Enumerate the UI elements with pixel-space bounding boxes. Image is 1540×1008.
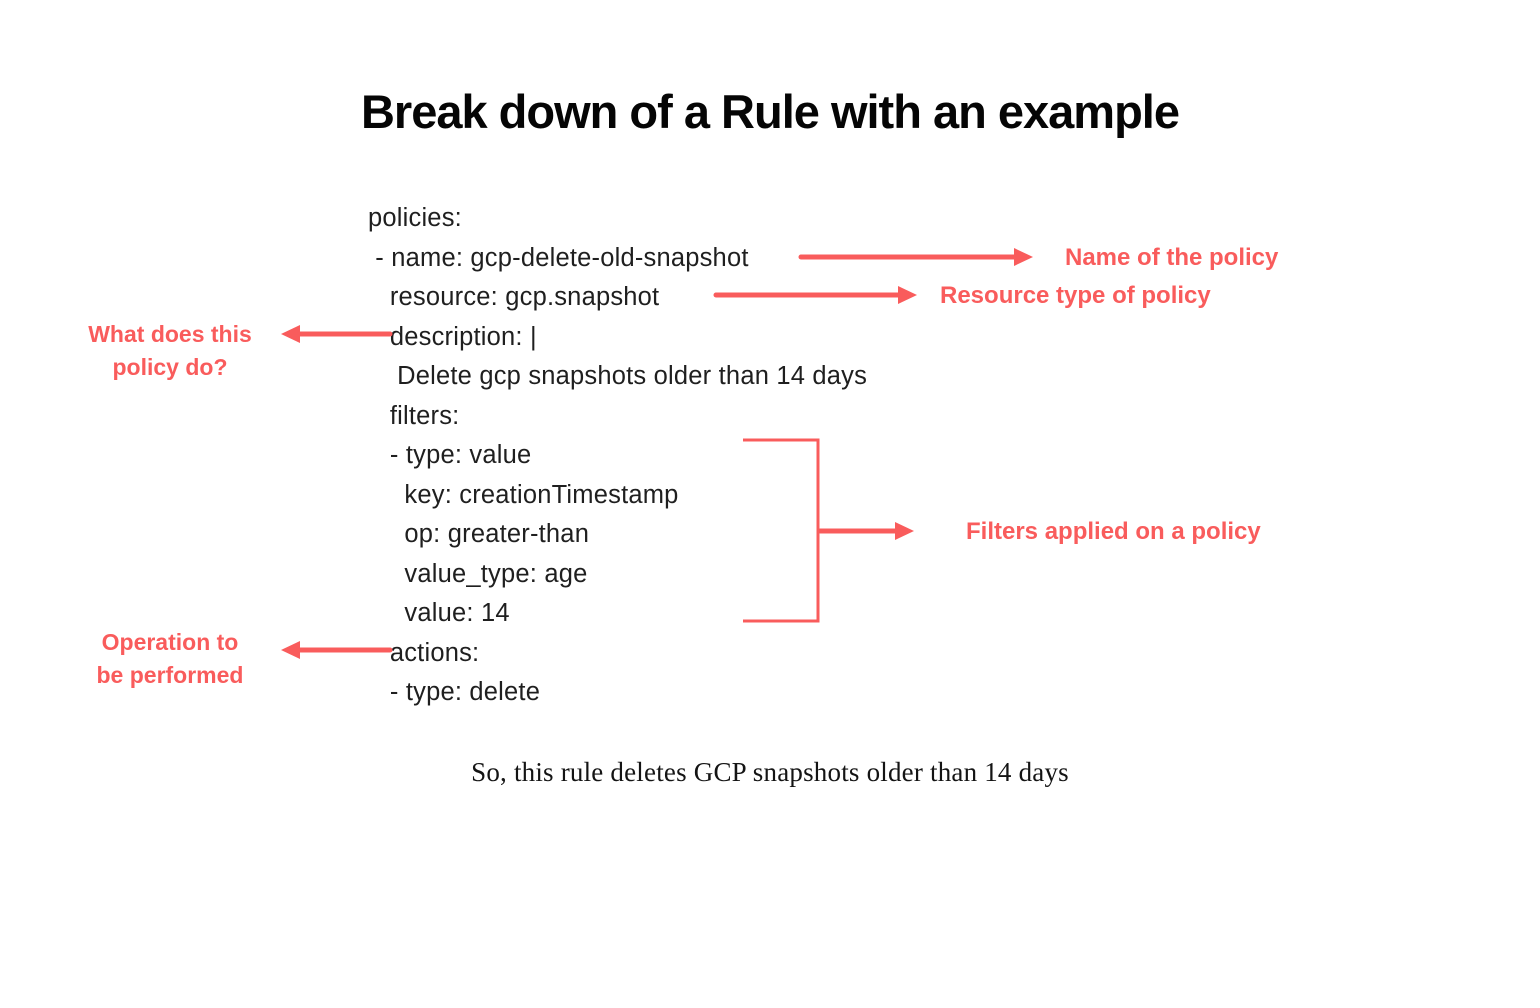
filters-applied-label: Filters applied on a policy: [966, 518, 1261, 545]
yaml-line-actions: actions:: [368, 638, 480, 667]
summary-text: So, this rule deletes GCP snapshots olde…: [471, 757, 1069, 787]
yaml-line-policies: policies:: [368, 204, 462, 232]
yaml-line-filter-op: op: greater-than: [368, 520, 590, 548]
resource-type-label: Resource type of policy: [940, 282, 1211, 309]
yaml-line-name: - name: gcp-delete-old-snapshot: [368, 243, 749, 272]
yaml-line-filters: filters:: [368, 401, 460, 430]
yaml-line-filter-type: - type: value: [368, 441, 532, 469]
yaml-line-filter-value-type: value_type: age: [368, 559, 588, 588]
yaml-line-description: description: |: [368, 322, 537, 351]
yaml-line-action-type: - type: delete: [368, 678, 541, 706]
yaml-line-resource: resource: gcp.snapshot: [368, 283, 660, 311]
name-policy-label: Name of the policy: [1065, 244, 1279, 271]
yaml-line-filter-value: value: 14: [368, 599, 510, 627]
operation-performed-label: Operation to be performed: [96, 629, 244, 688]
yaml-line-description-text: Delete gcp snapshots older than 14 days: [368, 362, 868, 390]
yaml-line-filter-key: key: creationTimestamp: [368, 480, 679, 509]
yaml-code-block: policies: - name: gcp-delete-old-snapsho…: [368, 199, 867, 713]
page-title: Break down of a Rule with an example: [360, 85, 1180, 138]
policy-description-label: What does this policy do?: [88, 321, 252, 380]
